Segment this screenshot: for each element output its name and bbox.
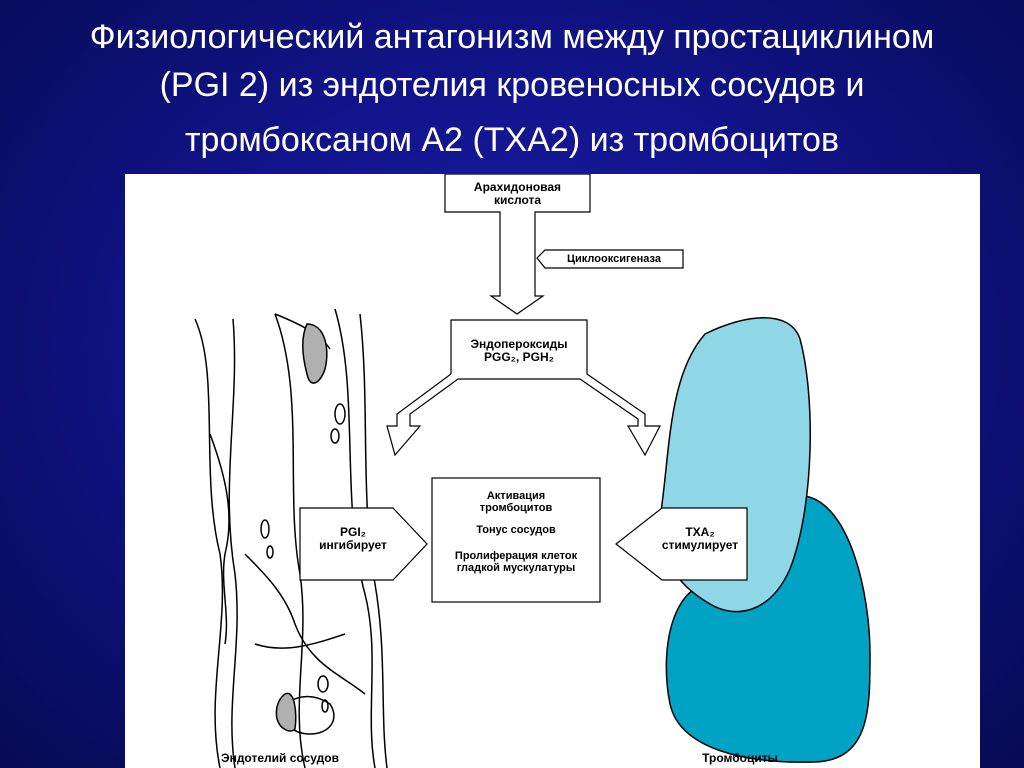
- center-line-5: гладкой мускулатуры: [456, 562, 576, 575]
- slide-title: Физиологический антагонизм между простац…: [10, 14, 1014, 165]
- platelets-label: Тромбоциты: [702, 751, 778, 765]
- vessel-gray-cell-bottom: [275, 692, 297, 732]
- pgi2-arrow: [299, 507, 428, 581]
- txa2-line-2: стимулирует: [661, 538, 739, 553]
- pgi2-line-2: ингибирует: [319, 538, 387, 553]
- vessel-gray-cell-top: [302, 323, 328, 384]
- cyclooxygenase-arrow: [536, 249, 684, 269]
- diagram-svg: [194, 174, 871, 768]
- arachidonic-acid-box: [444, 174, 591, 315]
- diagram-panel: Арахидоновая кислота Циклооксигеназа Энд…: [125, 174, 980, 768]
- endoperoxides-line-2: PGG₂, PGH₂: [483, 350, 554, 365]
- center-effects-label: Активация тромбоцитов Тонус сосудов Прол…: [432, 490, 600, 574]
- title-line-3: тромбоксаном А2 (ТХА2) из тромбоцитов: [184, 121, 840, 160]
- arachidonic-line-2: кислота: [493, 193, 542, 208]
- endoperoxides-label: Эндопероксиды PGG₂, PGH₂: [451, 337, 587, 365]
- arachidonic-acid-label: Арахидоновая кислота: [445, 180, 590, 208]
- center-line-3: Тонус сосудов: [476, 524, 556, 537]
- txa2-label: ТХА₂ стимулирует: [645, 525, 755, 553]
- txa2-arrow: [615, 507, 748, 581]
- title-line-1: Физиологический антагонизм между простац…: [89, 18, 935, 56]
- title-line-2: (PGI 2) из эндотелия кровеносных сосудов…: [159, 65, 865, 104]
- center-line-2: тромбоцитов: [479, 502, 553, 515]
- endoperoxides-box: [386, 319, 661, 457]
- arachidonic-line-1: Арахидоновая: [473, 180, 562, 194]
- center-line-1: Активация: [486, 490, 546, 502]
- endoperoxides-line-1: Эндопероксиды: [470, 337, 568, 351]
- pgi2-label: PGI₂ ингибирует: [303, 525, 403, 553]
- cyclooxygenase-label: Циклооксигеназа: [567, 253, 661, 265]
- center-effects-box: [431, 477, 601, 603]
- txa2-line-1: ТХА₂: [685, 525, 715, 539]
- center-line-4: Пролиферация клеток: [454, 550, 578, 563]
- endothelium-label: Эндотелий сосудов: [221, 751, 339, 765]
- pgi2-line-1: PGI₂: [339, 525, 366, 539]
